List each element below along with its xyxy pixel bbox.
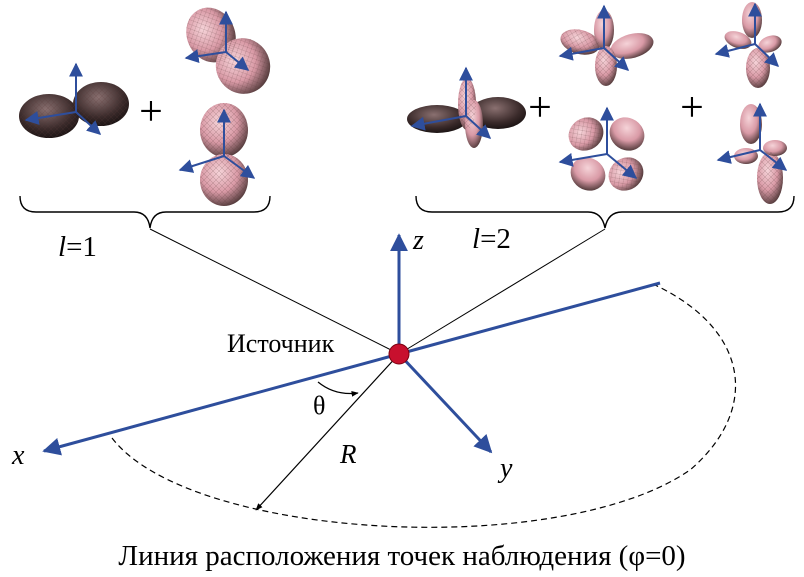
quadrupole-lobe-1 — [407, 66, 526, 148]
caption: Линия расположения точек наблюдения (φ=0… — [118, 540, 685, 572]
brace-l2 — [415, 195, 795, 229]
plus-sign: + — [680, 85, 704, 131]
axis-z-label: z — [412, 225, 424, 256]
quadrupole-lobe-5 — [716, 102, 788, 204]
dipole-lobe-vertical — [178, 103, 256, 206]
dipole-lobe-diagonal — [184, 7, 271, 94]
plus-sign: + — [528, 85, 552, 131]
brace-l1 — [19, 195, 271, 229]
dipole-lobe-horizontal — [19, 62, 129, 138]
connector-l2 — [398, 228, 606, 355]
axis-x-label: x — [11, 440, 25, 471]
observation-line — [111, 284, 737, 528]
lobe-group-l1: + l=1 — [19, 7, 271, 263]
plus-sign: + — [139, 89, 163, 135]
theta-arc — [317, 381, 359, 397]
coordinate-axes — [42, 233, 661, 456]
radius-arrow — [255, 353, 400, 511]
axis-y-label: y — [497, 453, 513, 484]
axis-x-positive-end — [398, 281, 661, 356]
radius-label: R — [339, 439, 357, 469]
quadrupole-lobe-4 — [714, 2, 782, 88]
connector-l1 — [149, 228, 400, 355]
label-l2: l=2 — [472, 223, 511, 255]
axis-x — [42, 352, 400, 456]
source-label: Источник — [227, 329, 335, 358]
lobe-group-l2: + + — [407, 2, 795, 255]
label-l1: l=1 — [58, 231, 97, 263]
theta-label: θ — [313, 391, 325, 420]
quadrupole-lobe-2 — [558, 4, 654, 86]
source-point — [388, 343, 410, 365]
axis-y — [397, 352, 493, 454]
quadrupole-lobe-3 — [558, 106, 645, 191]
